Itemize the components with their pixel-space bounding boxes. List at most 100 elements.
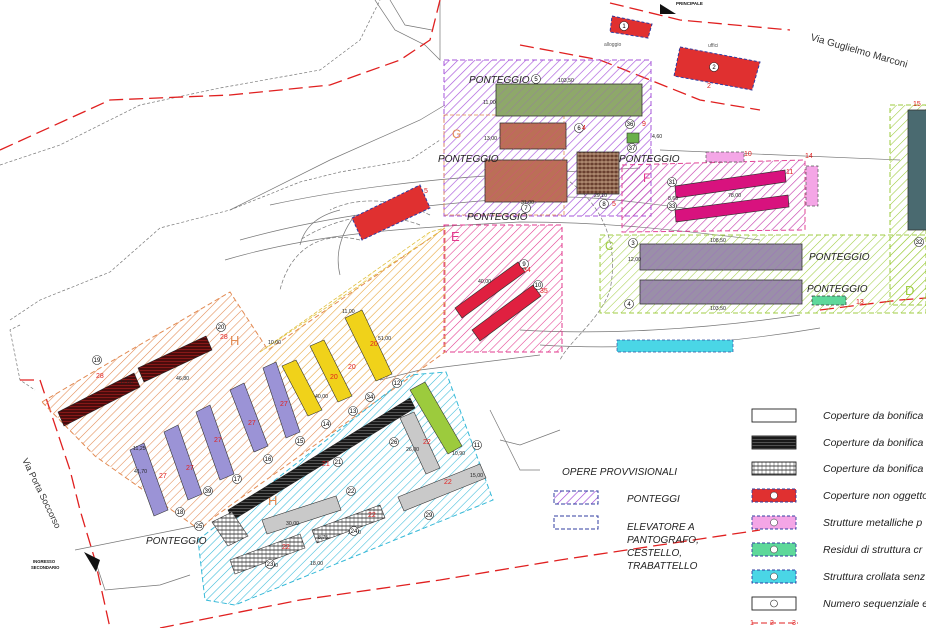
circle-number: 9	[522, 262, 526, 268]
circle-number: 32	[916, 240, 923, 246]
zone-label-c: C	[605, 239, 614, 253]
legend-item-6: Residui di struttura cr	[751, 542, 923, 557]
structure-14	[805, 165, 819, 207]
legend: Coperture da bonifica Coperture da bonif…	[750, 408, 926, 627]
building-gray-bars	[261, 463, 487, 535]
building-22	[409, 381, 463, 455]
legend-label: Coperture da bonifica	[823, 463, 924, 475]
red-number: 15	[913, 101, 921, 108]
building-number-circles: 1 2 3 4 5 6 7 8 9 10 11 12 13 14 15 16 1…	[92, 21, 924, 569]
elevatore-line-4: TRABATTELLO	[627, 561, 698, 572]
building-7	[484, 159, 568, 203]
circle-21: 21	[333, 457, 343, 467]
lavender-bars	[129, 361, 301, 517]
building-3	[639, 243, 803, 271]
building-11	[674, 169, 790, 223]
dim-label: 40,00	[478, 279, 491, 285]
circle-number: 12	[394, 381, 401, 387]
circle-3: 3	[628, 238, 638, 248]
dim-label: 26,00	[406, 447, 419, 453]
red-number: 22	[444, 479, 452, 486]
entrance-main: PRINCIPALE	[660, 1, 703, 14]
red-number: 5	[612, 201, 616, 208]
circle-number: 14	[323, 422, 330, 428]
zone-e: E	[443, 224, 563, 353]
circle-34: 34	[365, 392, 375, 402]
legend-label: Coperture da bonifica	[823, 410, 924, 422]
entrance-secondary-label-1: INGRESSO	[33, 559, 56, 564]
circle-6: 6	[574, 123, 584, 133]
red-building-numbers: 2 5 10 11 14 13 15 34 35 28 28 20 22 22 …	[96, 83, 921, 551]
ponteggi-swatch	[553, 490, 599, 505]
opere-title: OPERE PROVVISIONALI	[562, 467, 677, 478]
ponteggio-label-2: PONTEGGIO	[438, 154, 499, 165]
structure-10	[705, 151, 745, 163]
yellow-bars	[281, 309, 393, 417]
red-number: 21	[322, 461, 330, 468]
dim-label: 41,70	[134, 469, 147, 475]
dim-label: 31,00	[521, 200, 534, 206]
circle-2: 2	[709, 62, 719, 72]
label-uffici: uffici	[708, 43, 718, 49]
circle-number: 3	[631, 241, 635, 247]
opere-provvisionali: OPERE PROVVISIONALI PONTEGGI ELEVATORE A…	[553, 467, 699, 572]
zone-label-g: G	[452, 127, 461, 141]
legend-item-8: Numero sequenziale e	[751, 596, 926, 611]
scale-label-2: 2	[770, 620, 774, 627]
circle-number: 6	[577, 126, 581, 132]
red-number: 14	[805, 153, 813, 160]
circle-number: 5	[534, 77, 538, 83]
legend-label: Numero sequenziale e	[823, 598, 926, 610]
structure-collapsed	[616, 339, 734, 353]
building-25	[211, 511, 249, 547]
dim-label: 11,00	[483, 100, 496, 106]
ponteggio-label-4: PONTEGGIO	[467, 212, 528, 223]
building-4	[639, 279, 803, 305]
circle-number: 21	[335, 460, 342, 466]
building-26	[399, 411, 441, 475]
building-24	[229, 504, 386, 575]
circle-number: 8	[602, 202, 606, 208]
circle-number: 17	[234, 477, 241, 483]
entrance-secondary: INGRESSO SECONDARIO	[31, 552, 100, 572]
circle-number: 31	[669, 180, 676, 186]
circle-number: 23	[267, 562, 274, 568]
legend-label: Residui di struttura cr	[823, 544, 923, 556]
dim-label: 12,00	[628, 257, 641, 263]
ponteggio-label-6: PONTEGGIO	[807, 284, 868, 295]
ponteggio-label-5: PONTEGGIO	[809, 252, 870, 263]
dim-label: 40,00	[315, 394, 328, 400]
zone-label-e: E	[451, 229, 460, 244]
building-6	[499, 122, 567, 150]
dim-label: 4,60	[652, 134, 662, 140]
ponteggio-labels: PONTEGGIO PONTEGGIO PONTEGGIO PONTEGGIO …	[146, 75, 870, 547]
circle-26: 26	[389, 437, 399, 447]
scale-label-1: 1	[750, 620, 754, 627]
zone-label-d: D	[905, 283, 914, 298]
circle-1: 1	[619, 21, 629, 31]
circle-32: 32	[914, 237, 924, 247]
circle-number: 36	[627, 122, 634, 128]
dim-label: 103,50	[558, 78, 574, 84]
circle-number: 11	[474, 443, 481, 449]
zone-label-h: H	[230, 333, 239, 348]
dim-label: 11,25	[133, 446, 146, 452]
dim-label: 13,00	[484, 136, 497, 142]
legend-item-3: Coperture da bonifica	[751, 461, 924, 476]
circle-33: 33	[667, 201, 677, 211]
red-number: 28	[220, 334, 228, 341]
red-number: 27	[186, 465, 194, 472]
dim-label: 15,00	[470, 473, 483, 479]
circle-number: 25	[196, 524, 203, 530]
circle-22: 22	[346, 486, 356, 496]
circle-19: 19	[92, 355, 102, 365]
zone-label-h2: H	[268, 493, 277, 508]
building-15	[907, 109, 926, 231]
legend-item-2: Coperture da bonifica	[751, 435, 924, 450]
red-number: 11	[786, 169, 793, 176]
circle-number: 33	[669, 204, 676, 210]
circle-37: 37	[627, 143, 637, 153]
elevatore-swatch	[553, 515, 599, 530]
elevatore-line-3: CESTELLO,	[627, 548, 682, 559]
ponteggio-label-3: PONTEGGIO	[619, 154, 680, 165]
